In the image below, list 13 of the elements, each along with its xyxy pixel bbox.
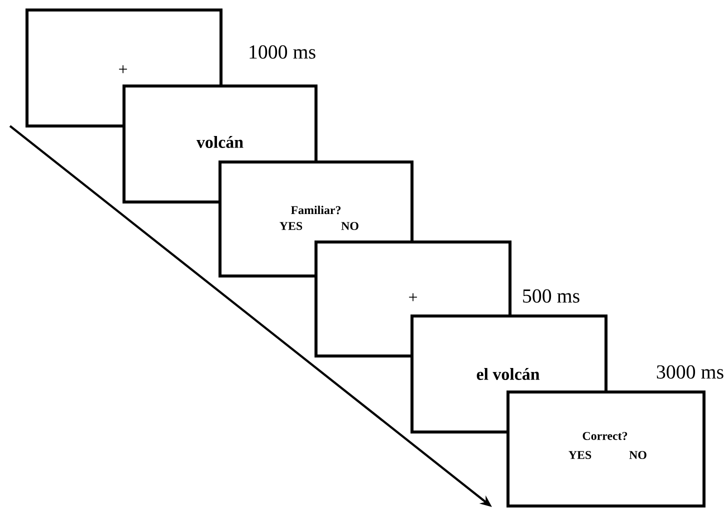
duration-label: 3000 ms	[656, 365, 724, 379]
stimulus-word: volcán	[196, 136, 244, 148]
prompt-text: YES	[568, 450, 592, 459]
stimulus-word: el volcán	[476, 368, 540, 380]
prompt-text: NO	[341, 222, 358, 230]
prompt-text: Correct?	[582, 432, 628, 440]
fixation-cross: +	[409, 293, 417, 302]
duration-label: 500 ms	[523, 289, 580, 303]
prompt-text: Familiar?	[290, 206, 341, 214]
duration-label: 1000 ms	[250, 45, 316, 59]
fixation-cross: +	[119, 65, 127, 74]
prompt-text: NO	[629, 450, 646, 459]
prompt-text: YES	[280, 222, 302, 230]
